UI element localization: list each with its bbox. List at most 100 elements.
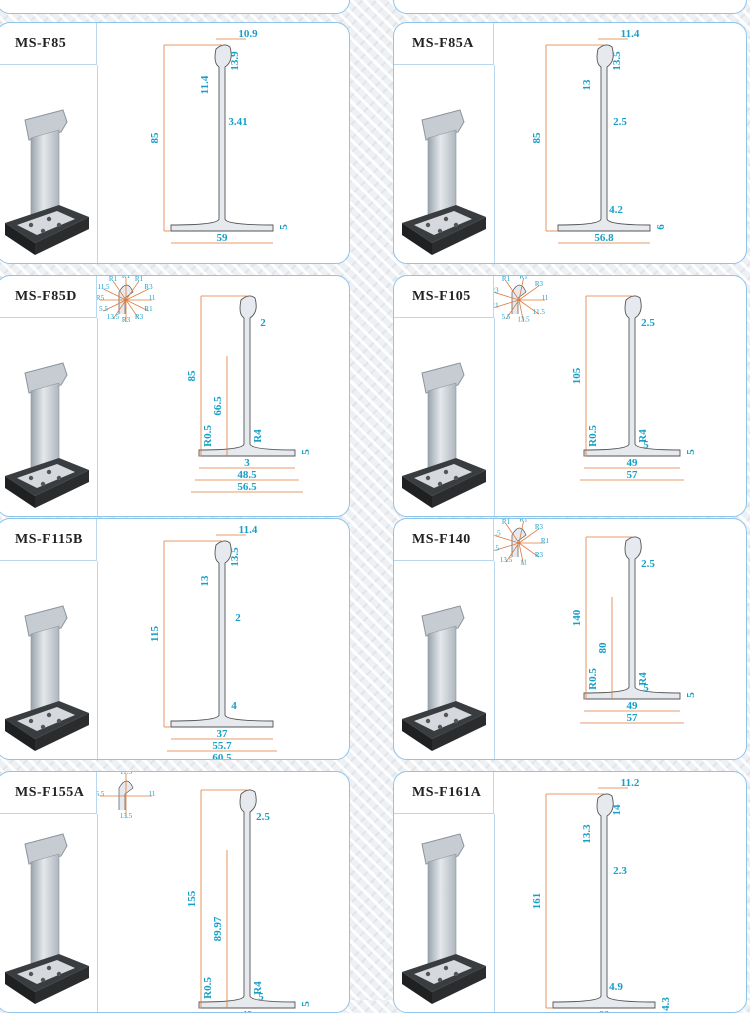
product-photo-frame xyxy=(394,814,495,1012)
svg-text:85: 85 xyxy=(186,370,198,382)
svg-text:14: 14 xyxy=(611,804,623,816)
card-partial-left xyxy=(0,0,350,14)
svg-text:5.5: 5.5 xyxy=(99,305,108,313)
product-title: MS-F85 xyxy=(0,23,97,65)
svg-text:85: 85 xyxy=(531,132,543,144)
svg-text:49: 49 xyxy=(627,457,639,469)
product-photo xyxy=(5,109,89,255)
svg-text:13.5: 13.5 xyxy=(107,313,120,321)
product-photo xyxy=(402,362,486,508)
product-photo xyxy=(5,362,89,508)
technical-drawing: 85348.556.566.525R0.5R411R1R3R313.55.5R5… xyxy=(96,276,349,516)
svg-text:105: 105 xyxy=(571,367,583,384)
svg-text:56.8: 56.8 xyxy=(594,232,614,244)
svg-text:5: 5 xyxy=(643,439,649,451)
svg-text:2: 2 xyxy=(260,317,266,329)
svg-text:11: 11 xyxy=(542,294,549,302)
svg-text:R4: R4 xyxy=(252,981,264,995)
svg-text:80: 80 xyxy=(597,642,609,654)
svg-text:3: 3 xyxy=(244,457,250,469)
svg-text:5: 5 xyxy=(258,991,264,1003)
svg-text:57: 57 xyxy=(627,469,639,481)
svg-text:R3: R3 xyxy=(535,523,544,531)
svg-text:R3: R3 xyxy=(122,316,131,324)
svg-text:13.5: 13.5 xyxy=(229,547,241,567)
product-photo-frame xyxy=(394,318,495,516)
product-photo xyxy=(402,833,486,1004)
svg-text:R4: R4 xyxy=(637,429,649,443)
svg-text:4: 4 xyxy=(231,700,237,712)
svg-text:R1: R1 xyxy=(135,276,144,283)
svg-text:11.5: 11.5 xyxy=(120,772,132,776)
svg-text:10.9: 10.9 xyxy=(238,28,258,40)
svg-text:89.97: 89.97 xyxy=(212,916,224,941)
svg-text:R3: R3 xyxy=(535,280,544,288)
svg-text:37: 37 xyxy=(217,728,229,740)
svg-text:R3: R3 xyxy=(144,283,153,291)
svg-text:2.3: 2.3 xyxy=(613,865,627,877)
svg-text:56.5: 56.5 xyxy=(237,481,257,493)
svg-text:11.4: 11.4 xyxy=(621,28,640,40)
svg-text:59: 59 xyxy=(217,232,229,244)
svg-text:11: 11 xyxy=(149,790,156,798)
product-card-ms-f105: MS-F105105495752.55R0.5R41111.513.55.5R1… xyxy=(393,275,747,517)
svg-text:R0.5: R0.5 xyxy=(587,425,599,447)
svg-text:60.5: 60.5 xyxy=(212,752,232,760)
product-title: MS-F155A xyxy=(0,772,97,814)
svg-text:85: 85 xyxy=(149,132,161,144)
svg-text:13: 13 xyxy=(199,575,211,587)
svg-text:4.9: 4.9 xyxy=(609,981,623,993)
product-photo-frame xyxy=(0,814,98,1012)
svg-text:R5: R5 xyxy=(97,294,105,302)
svg-text:R0.5: R0.5 xyxy=(202,425,214,447)
svg-text:161: 161 xyxy=(531,893,543,910)
svg-text:R3: R3 xyxy=(535,551,544,559)
product-title: MS-F85D xyxy=(0,276,97,318)
svg-text:13.5: 13.5 xyxy=(120,812,133,820)
product-title: MS-F85A xyxy=(394,23,494,65)
product-photo-frame xyxy=(0,318,98,516)
svg-text:R3: R3 xyxy=(135,313,144,321)
svg-text:3.41: 3.41 xyxy=(228,116,247,128)
svg-text:13.5: 13.5 xyxy=(517,316,530,324)
svg-text:5.5: 5.5 xyxy=(502,313,511,321)
svg-text:55.7: 55.7 xyxy=(212,740,232,752)
svg-text:13.9: 13.9 xyxy=(229,51,241,71)
svg-text:R3: R3 xyxy=(494,286,499,294)
product-photo-frame xyxy=(0,65,98,263)
product-title: MS-F140 xyxy=(394,519,494,561)
svg-text:5.5: 5.5 xyxy=(97,790,105,798)
svg-text:R1: R1 xyxy=(144,305,153,313)
product-title: MS-F161A xyxy=(394,772,494,814)
svg-text:R1: R1 xyxy=(502,276,511,283)
svg-text:R1: R1 xyxy=(519,519,528,523)
svg-text:R4: R4 xyxy=(637,672,649,686)
svg-text:11.4: 11.4 xyxy=(239,524,258,536)
svg-text:115: 115 xyxy=(149,626,161,642)
svg-text:13.5: 13.5 xyxy=(611,51,623,71)
svg-text:49: 49 xyxy=(242,1009,254,1013)
svg-text:13: 13 xyxy=(581,79,593,91)
technical-drawing: 105495752.55R0.5R41111.513.55.5R1R3R1R1R… xyxy=(490,276,746,516)
svg-text:R4: R4 xyxy=(252,429,264,443)
svg-text:60: 60 xyxy=(599,1009,611,1013)
svg-text:11.2: 11.2 xyxy=(621,777,640,789)
product-photo xyxy=(5,833,89,1004)
svg-text:11: 11 xyxy=(520,559,527,567)
svg-text:11.4: 11.4 xyxy=(199,75,211,94)
svg-text:R0.5: R0.5 xyxy=(202,977,214,999)
svg-text:5: 5 xyxy=(685,449,697,455)
svg-text:2.5: 2.5 xyxy=(613,116,627,128)
svg-text:R1: R1 xyxy=(502,519,511,526)
svg-text:13.5: 13.5 xyxy=(500,556,513,564)
svg-text:2: 2 xyxy=(235,612,241,624)
svg-text:48.5: 48.5 xyxy=(237,469,257,481)
product-card-ms-f140: MS-F14014049575802.55R0.5R4R1R31113.55.5… xyxy=(393,518,747,760)
svg-text:66.5: 66.5 xyxy=(212,396,224,416)
svg-text:5: 5 xyxy=(300,449,312,455)
